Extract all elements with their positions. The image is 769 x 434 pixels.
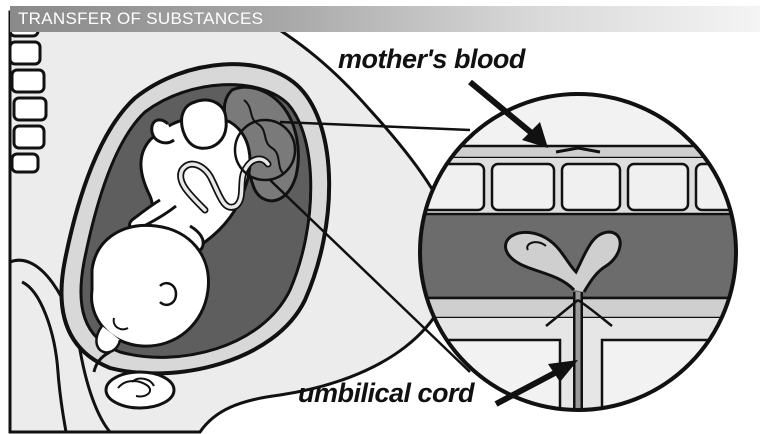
slide-title: TRANSFER OF SUBSTANCES <box>18 9 263 29</box>
label-umbilical-cord: umbilical cord <box>298 378 474 409</box>
label-mothers-blood: mother's blood <box>338 44 525 75</box>
